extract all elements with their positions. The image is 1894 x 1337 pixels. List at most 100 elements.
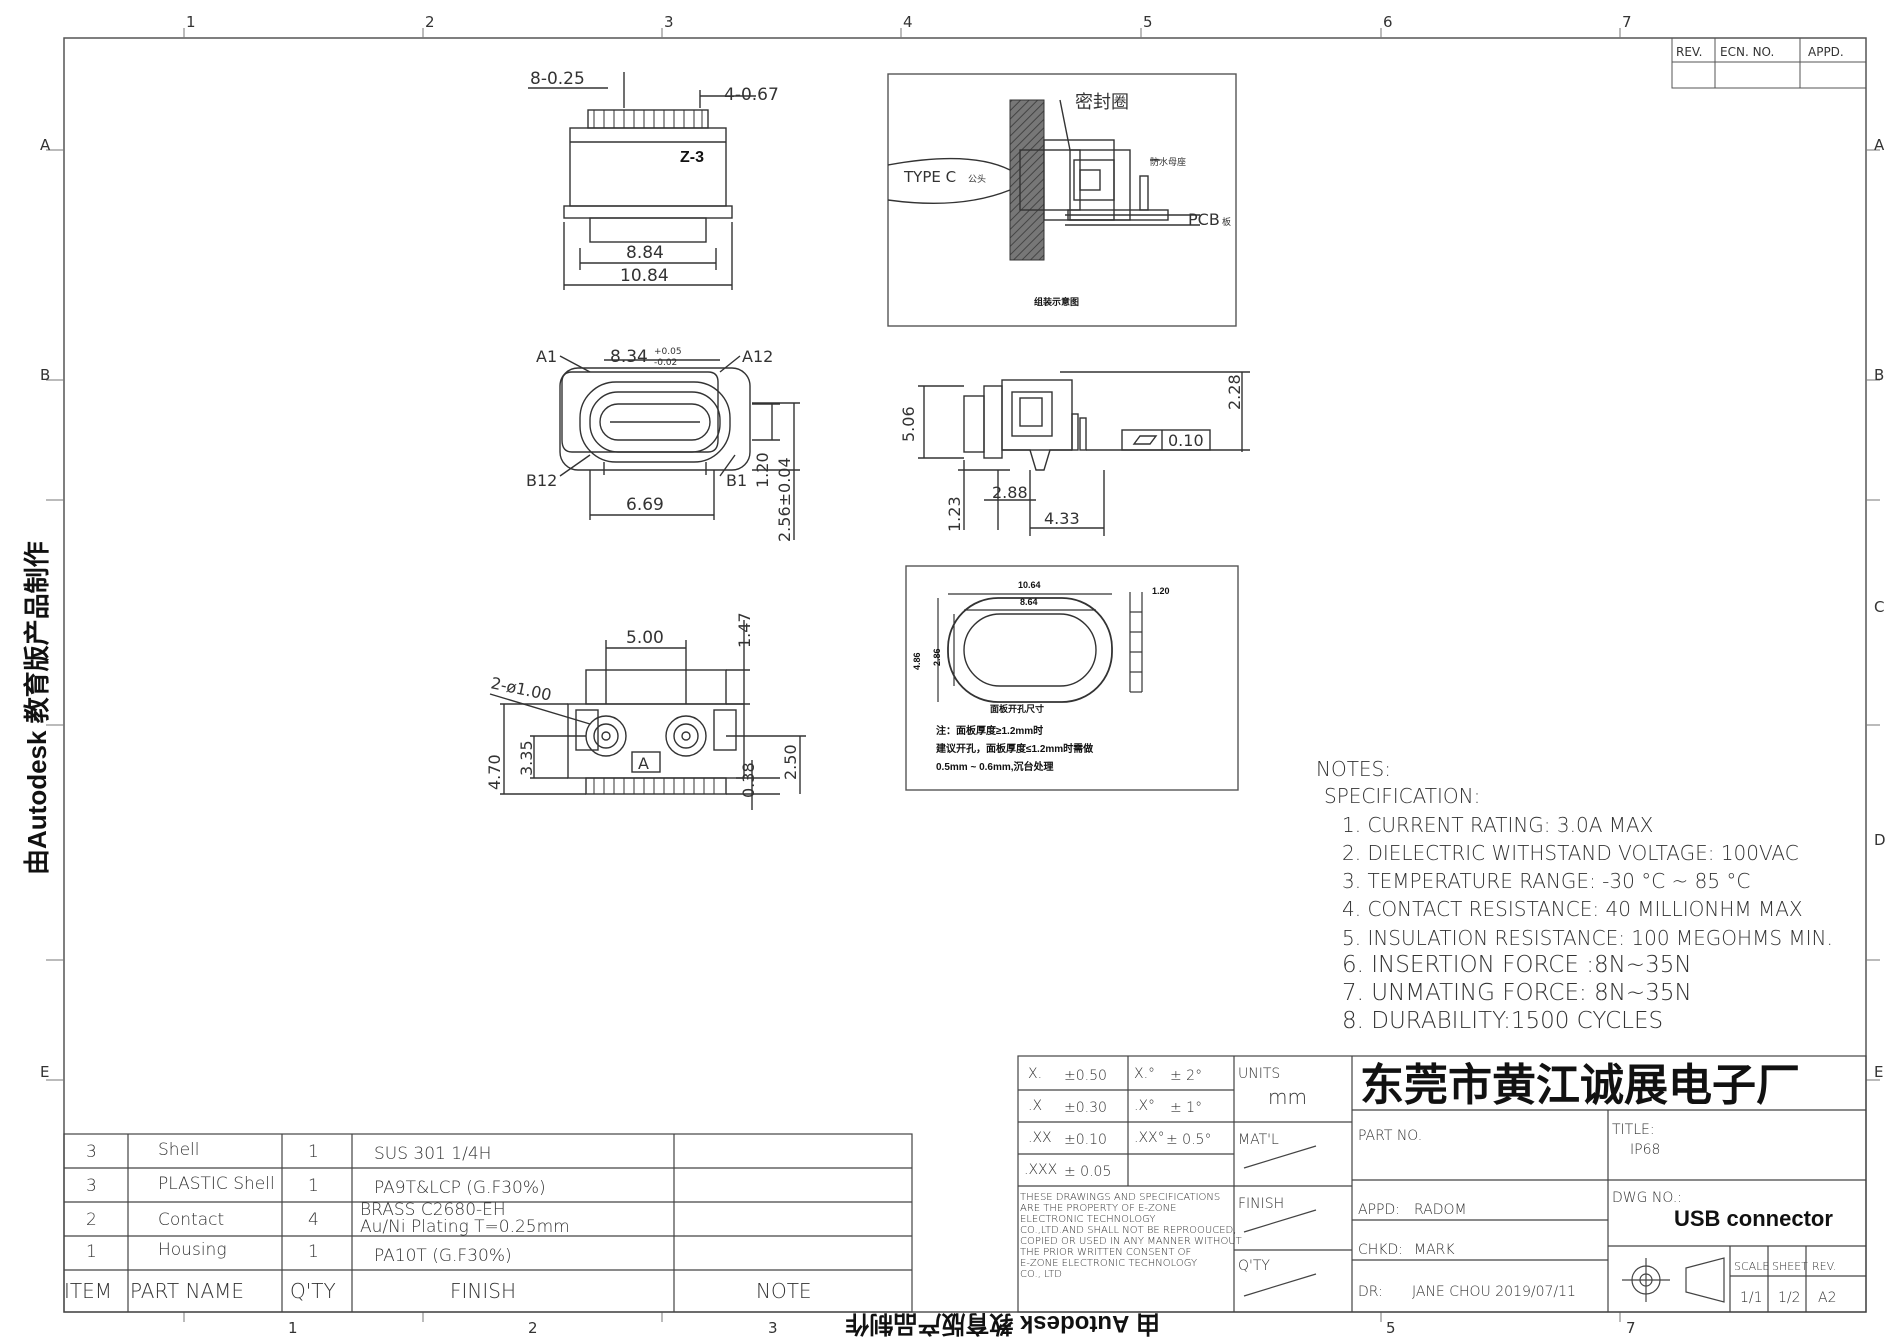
disclaimer-line: THE PRIOR WRITTEN CONSENT OF (1020, 1247, 1191, 1258)
tol-cell: ±0.30 (1064, 1100, 1107, 1116)
bom-header: ITEM (64, 1279, 112, 1303)
disclaimer-line: ELECTRONIC TECHNOLOGY (1020, 1214, 1155, 1225)
ecn-header: ECN. NO. (1720, 45, 1774, 59)
col-label: 2 (425, 13, 435, 31)
note-item: 7. UNMATING FORCE: 8N~35N (1342, 980, 1692, 1006)
panel-note: 建议开孔，面板厚度≤1.2mm时需做 (935, 742, 1094, 755)
assembly-caption: 组装示意图 (1034, 296, 1079, 307)
row-label: A (40, 136, 51, 154)
disclaimer-line: COPIED OR USED IN ANY MANNER WITHOUT (1020, 1236, 1242, 1247)
side-watermark: 由Autodesk 教育版产品制作 (22, 541, 52, 875)
dim-label: 4.70 (485, 754, 504, 790)
type-c-suffix: 公头 (968, 174, 986, 185)
bom-cell: 1 (308, 1242, 319, 1262)
dim-label: 5.06 (899, 406, 918, 442)
panel-note: 0.5mm ~ 0.6mm,沉台处理 (936, 760, 1054, 773)
col-label: 7 (1626, 1319, 1636, 1337)
revision-block: REV. ECN. NO. APPD. (1671, 37, 1867, 89)
row-label: D (1874, 831, 1886, 849)
dim-label: 8.64 (1020, 597, 1038, 607)
tol-cell: ± 0.5° (1166, 1132, 1211, 1148)
top-view (528, 72, 756, 290)
disclaimer-line: ARE THE PROPERTY OF E-ZONE (1020, 1203, 1176, 1214)
note-item: 5. INSULATION RESISTANCE: 100 MEGOHMS MI… (1342, 926, 1833, 950)
bom-cell: 1 (308, 1176, 319, 1196)
note-item: 1. CURRENT RATING: 3.0A MAX (1342, 813, 1653, 837)
bom-cell: 3 (86, 1176, 97, 1196)
tol-cell: X. (1028, 1066, 1042, 1082)
grid-rows: A B A B C D E E (40, 136, 1886, 1081)
datum-mark: A (638, 754, 649, 773)
panel-view: 10.64 8.64 1.20 4.86 2.86 面板开孔尺寸 注：面板厚度≥… (905, 565, 1239, 791)
col-label: 1 (186, 13, 196, 31)
dim-label: 2.50 (781, 744, 800, 780)
dim-label: 2.88 (992, 483, 1028, 502)
row-label: E (1874, 1063, 1883, 1081)
bom-cell: Shell (158, 1140, 199, 1160)
front-view-dims: 8.34 +0.05 -0.02 A1 A12 B12 B1 6.69 1.20… (526, 347, 794, 542)
grid-ticks (46, 28, 1880, 1322)
grid-columns-bottom: 1 2 3 5 7 (288, 1319, 1636, 1337)
tol-cell: .X (1028, 1098, 1042, 1114)
note-item: 4. CONTACT RESISTANCE: 40 MILLIONHM MAX (1342, 897, 1803, 921)
bom-header: NOTE (756, 1279, 812, 1303)
tol-cell: .XX° (1134, 1130, 1165, 1146)
appd-value: RADOM (1414, 1202, 1467, 1218)
bom-header: Q'TY (290, 1279, 336, 1303)
dim-label: 10.64 (1018, 580, 1041, 590)
col-label: 4 (903, 13, 913, 31)
tol-cell: X.° (1134, 1066, 1155, 1082)
tol-cell: .XXX (1024, 1162, 1057, 1178)
tol-cell: ± 2° (1170, 1068, 1202, 1084)
note-item: 6. INSERTION FORCE :8N~35N (1342, 952, 1692, 978)
bom-cell: 3 (86, 1142, 97, 1162)
disclaimer-line: THESE DRAWINGS AND SPECIFICATIONS (1020, 1192, 1220, 1203)
col-label: 1 (288, 1319, 298, 1337)
pin-label: A12 (742, 347, 773, 366)
bom-cell: SUS 301 1/4H (374, 1144, 491, 1164)
seal-label: 密封圈 (1075, 92, 1129, 113)
appd-header: APPD. (1808, 45, 1844, 59)
dim-label: 2.86 (932, 648, 942, 666)
pin-label: A1 (536, 347, 557, 366)
section-view: 密封圈 TYPE C 公头 防水母座 PCB 板 组装示意图 (887, 73, 1237, 327)
qty-label: Q'TY (1238, 1258, 1270, 1274)
dim-label: 5.00 (626, 628, 664, 648)
rev-label: REV. (1812, 1260, 1836, 1273)
bom-cell: 2 (86, 1210, 97, 1230)
tol-cell: .X° (1134, 1098, 1155, 1114)
side-view-dims: 5.06 2.28 0.10 1.23 2.88 4.33 (899, 374, 1244, 532)
tol-cell: ± 0.05 (1064, 1164, 1111, 1180)
chkd-label: CHKD: (1358, 1242, 1403, 1258)
row-label: B (1874, 366, 1884, 384)
rev-header: REV. (1676, 45, 1702, 59)
bom-cell: Contact (158, 1210, 224, 1230)
row-label: A (1874, 136, 1885, 154)
dim-label: 1.20 (753, 452, 772, 488)
disclaimer-line: E-ZONE ELECTRONIC TECHNOLOGY (1020, 1258, 1197, 1269)
part-no-label: PART NO. (1358, 1128, 1422, 1144)
bom-cell: PA9T&LCP (G.F30%) (374, 1178, 546, 1198)
dr-label: DR: (1358, 1284, 1383, 1300)
note-item: 2. DIELECTRIC WITHSTAND VOLTAGE: 100VAC (1342, 841, 1799, 865)
bom-cell: BRASS C2680-EH (360, 1200, 506, 1220)
bottom-view (489, 620, 806, 810)
tol-cell: ±0.50 (1064, 1068, 1107, 1084)
title-value: IP68 (1630, 1142, 1660, 1158)
bom-cell: PLASTIC Shell (158, 1174, 275, 1194)
scale-label: SCALE (1734, 1260, 1769, 1273)
notes-block: NOTES: SPECIFICATION: 1. CURRENT RATING:… (1316, 757, 1833, 1034)
dim-label: 4.33 (1044, 509, 1080, 528)
side-view (918, 371, 1250, 536)
dim-label: 1.20 (1152, 586, 1170, 596)
col-label: 3 (768, 1319, 778, 1337)
notes-subtitle: SPECIFICATION: (1324, 784, 1480, 808)
col-label: 2 (528, 1319, 538, 1337)
bottom-view-dims: 5.00 1.47 2-ø1.00 4.70 3.35 0.38 2.50 A (485, 612, 800, 798)
part-mark: Z-3 (680, 149, 704, 166)
dim-label: 0.38 (739, 762, 758, 798)
finish-label: FINISH (1238, 1196, 1284, 1212)
tol-cell: .XX (1028, 1130, 1052, 1146)
title-label: TITLE: (1612, 1122, 1655, 1138)
